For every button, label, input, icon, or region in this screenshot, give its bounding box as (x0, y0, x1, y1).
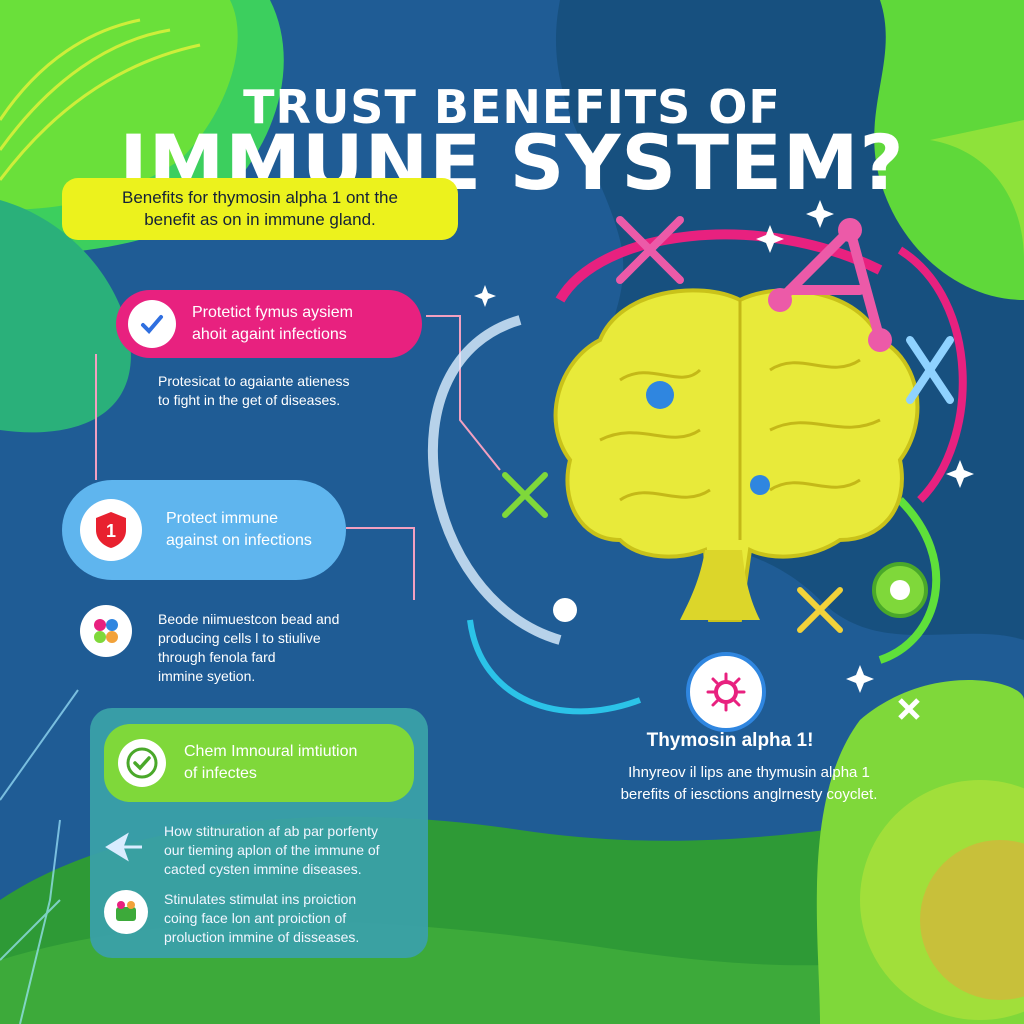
card3-item1-line-1: How stitnuration af ab par porfenty (164, 823, 379, 839)
card3-item2-line-2: coing face lon ant proiction of (164, 910, 347, 926)
card2-line-2: against on infections (166, 532, 312, 549)
card1-line-1: Protetict fymus aysiem (192, 304, 353, 321)
banner-line-2: benefit as on in immune gland. (144, 210, 376, 229)
feature-description: Ihnyreov il lips ane thymusin alpha 1 be… (584, 762, 914, 806)
feature-desc-line-1: Ihnyreov il lips ane thymusin alpha 1 (628, 764, 870, 781)
shield-badge-number: 1 (106, 521, 116, 541)
card3-line-1: Chem Imnoural imtiution (184, 743, 358, 760)
card3-item1-line-3: cacted cysten immine diseases. (164, 861, 362, 877)
card3-item1-line-2: our tieming aplon of the immune of (164, 842, 380, 858)
card3-item2-line-1: Stinulates stimulat ins proiction (164, 891, 357, 907)
banner-line-1: Benefits for thymosin alpha 1 ont the (122, 188, 398, 207)
arrow-icon (104, 832, 144, 867)
card1-desc-line-1: Protesicat to agaiante atieness (158, 373, 350, 389)
brain-illustration (553, 288, 920, 622)
feature-desc-line-2: berefits of iesctions anglrnesty coyclet… (620, 786, 878, 803)
check-icon (128, 300, 176, 348)
card2-desc-line-3: through fenola fard (158, 649, 276, 665)
card3-item2-line-3: proluction immine of disseases. (164, 929, 360, 945)
card2-line-1: Protect immune (166, 510, 279, 527)
title-top: TRUST BENEFITS OF (243, 80, 781, 134)
card2-desc-line-4: immine syetion. (158, 668, 256, 684)
card-protect-thymus[interactable]: Protetict fymus aysiem ahoit againt infe… (116, 290, 422, 358)
cell-production-icon (104, 890, 148, 934)
card-protect-immune[interactable]: 1 Protect immune against on infections (62, 480, 346, 580)
card3-line-2: of infectes (184, 765, 257, 782)
card2-description: Beode niimuestcon bead and producing cel… (158, 610, 339, 686)
card2-desc-line-2: producing cells l to stiulive (158, 630, 321, 646)
card1-description: Protesicat to agaiante atieness to fight… (158, 372, 349, 410)
card3-item-2: Stinulates stimulat ins proiction coing … (164, 890, 359, 947)
card3-item-1: How stitnuration af ab par porfenty our … (164, 822, 380, 879)
card2-desc-line-1: Beode niimuestcon bead and (158, 611, 340, 627)
cells-icon (80, 605, 132, 657)
card-chem-immunity[interactable]: Chem Imnoural imtiution of infectes (104, 724, 414, 802)
card1-desc-line-2: to fight in the get of diseases. (158, 392, 341, 408)
intro-banner: Benefits for thymosin alpha 1 ont the be… (62, 178, 458, 240)
virus-icon (686, 652, 766, 732)
check-circle-icon (118, 739, 166, 787)
shield-icon: 1 (80, 499, 142, 561)
feature-title: Thymosin alpha 1! (646, 730, 814, 751)
card1-line-2: ahoit againt infections (192, 326, 347, 343)
